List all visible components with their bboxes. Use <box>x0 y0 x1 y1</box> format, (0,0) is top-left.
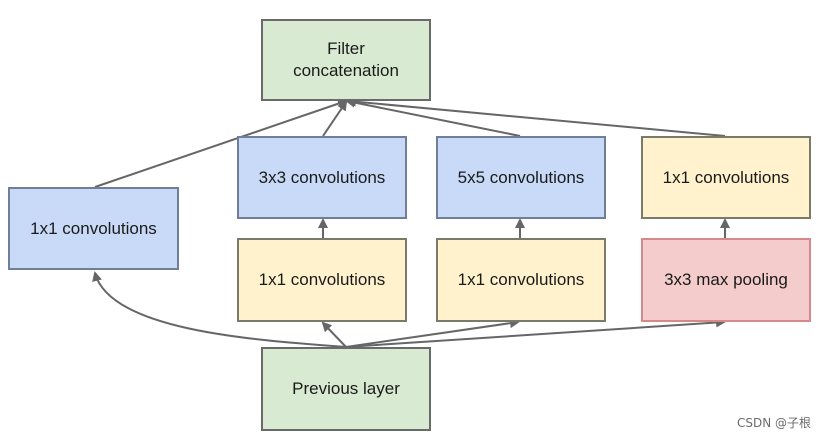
max-pooling-label: 3x3 max pooling <box>664 270 788 289</box>
previous-layer-node: Previous layer <box>261 347 431 431</box>
edge-3x3-to-concat <box>322 100 348 137</box>
edge-5x5-to-concat <box>345 97 521 137</box>
edge-prev-to-maxpool <box>345 317 726 348</box>
conv-1x1-pool-proj-node: 1x1 convolutions <box>641 136 811 219</box>
filter-concatenation-line1: Filter <box>327 39 365 58</box>
watermark-text: CSDN @子根 <box>736 416 811 430</box>
conv-1x1-reduce-b-label: 1x1 convolutions <box>457 270 585 289</box>
conv-1x1-reduce-a-node: 1x1 convolutions <box>237 238 407 322</box>
conv-3x3-node: 3x3 convolutions <box>237 136 407 219</box>
conv-1x1-left-node: 1x1 convolutions <box>8 187 179 270</box>
edge-prev-to-reduce-a <box>321 321 347 348</box>
conv-1x1-reduce-a-label: 1x1 convolutions <box>258 270 386 289</box>
filter-concatenation-node: Filter concatenation <box>261 19 431 101</box>
conv-1x1-pool-proj-label: 1x1 convolutions <box>662 167 790 187</box>
conv-1x1-left-label: 1x1 convolutions <box>30 218 157 238</box>
conv-5x5-label: 5x5 convolutions <box>457 167 585 187</box>
conv-5x5-node: 5x5 convolutions <box>436 136 606 219</box>
edge-pool-branch-to-concat <box>346 96 726 137</box>
conv-1x1-reduce-b-node: 1x1 convolutions <box>436 238 606 322</box>
previous-layer-label: Previous layer <box>292 379 400 398</box>
conv-3x3-label: 3x3 convolutions <box>258 167 386 187</box>
max-pooling-node: 3x3 max pooling <box>641 238 811 322</box>
filter-concatenation-line2: concatenation <box>293 61 399 80</box>
edge-prev-to-reduce-b <box>345 318 520 348</box>
